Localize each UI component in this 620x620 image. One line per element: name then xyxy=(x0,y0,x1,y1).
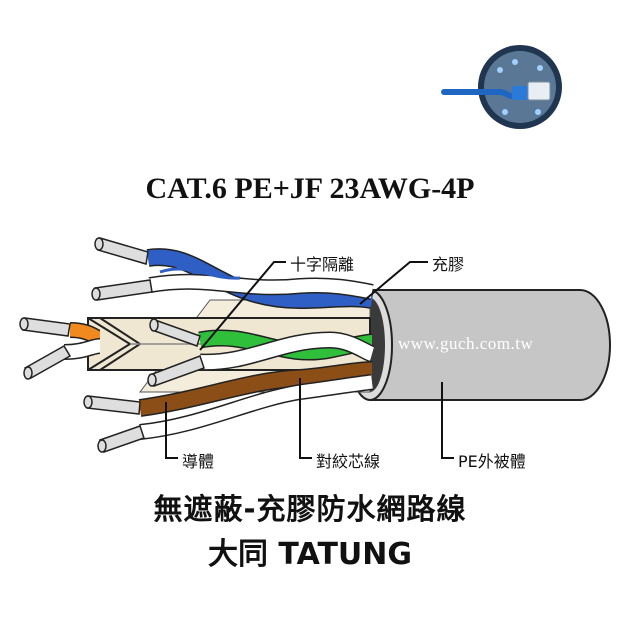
blue-pair xyxy=(146,248,374,310)
product-title: CAT.6 PE+JF 23AWG-4P xyxy=(145,172,475,205)
brown-pair xyxy=(138,361,373,440)
green-pair xyxy=(198,329,376,371)
caption-brand: 大同 TATUNG xyxy=(207,537,413,572)
orange-pair xyxy=(63,322,102,360)
conductor-ends xyxy=(19,237,205,453)
label-pe-jacket: PE外被體 xyxy=(458,452,526,471)
label-twisted-pair: 對絞芯線 xyxy=(316,452,381,471)
label-conductor: 導體 xyxy=(182,452,215,471)
waterproof-cable-logo-icon xyxy=(441,45,562,129)
watermark-url: www.guch.com.tw xyxy=(398,334,534,353)
label-cross-separator: 十字隔離 xyxy=(290,255,355,274)
leader-lines xyxy=(165,261,454,459)
caption-product-name: 無遮蔽-充膠防水網路線 xyxy=(153,492,467,526)
label-jelly-fill: 充膠 xyxy=(432,255,465,274)
